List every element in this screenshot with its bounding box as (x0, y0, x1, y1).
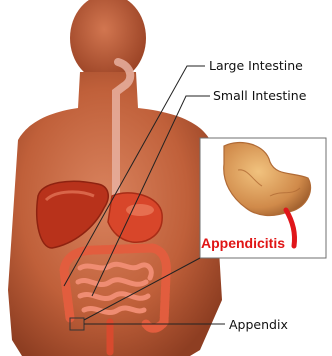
stomach (108, 193, 162, 242)
head (70, 0, 146, 82)
appendix-label: Appendix (229, 319, 288, 332)
appendicitis-label: Appendicitis (201, 236, 285, 250)
large-intestine-label: Large Intestine (209, 60, 303, 73)
small-intestine-label: Small Intestine (213, 90, 306, 103)
